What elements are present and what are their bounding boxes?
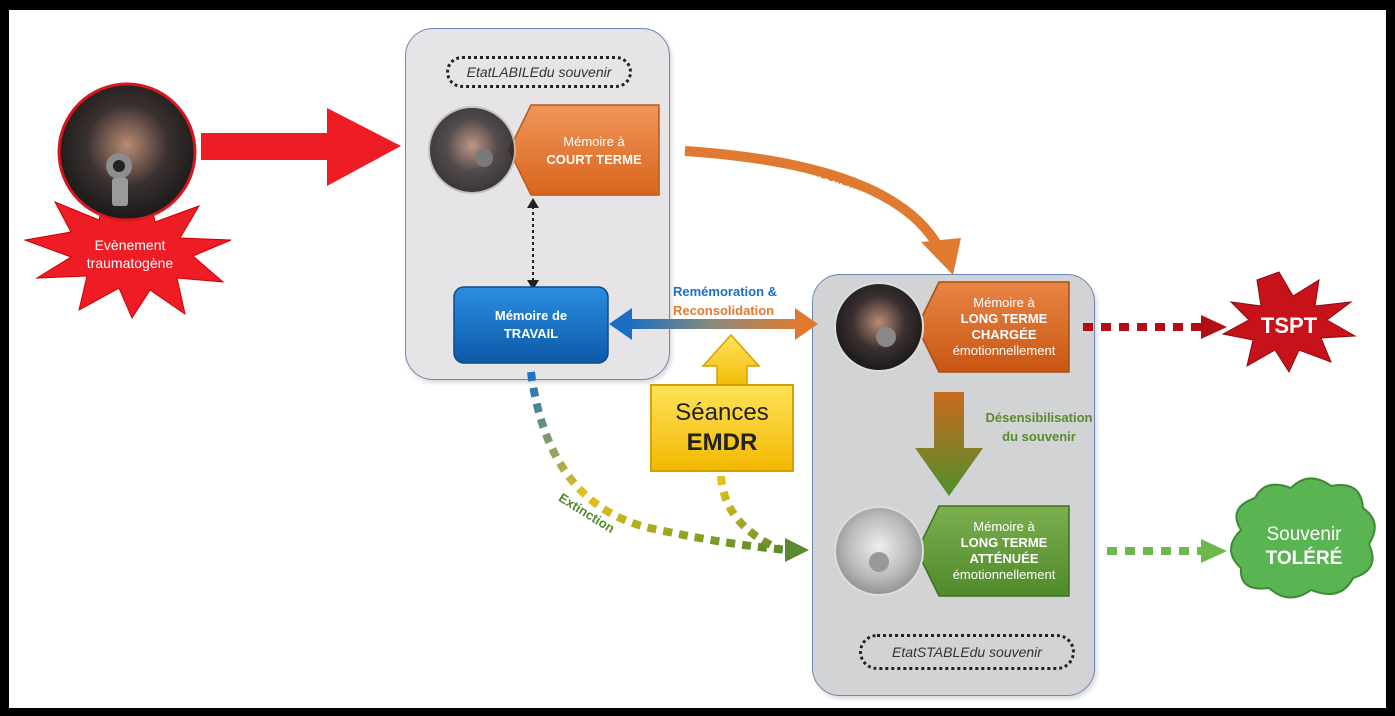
long-term-photo-icon [834, 282, 924, 372]
labile-state-label: Etat LABILE du souvenir [446, 56, 632, 88]
event-photo-icon [57, 82, 197, 222]
rememoration-label: Remémoration & [673, 284, 778, 299]
desensitization-label: Désensibilisation du souvenir [985, 410, 1093, 444]
stable-state-label: Etat STABLE du souvenir [859, 634, 1075, 670]
event-arrow [201, 108, 401, 186]
attenuated-photo-icon [834, 506, 924, 596]
short-term-photo-icon [428, 106, 516, 194]
emdr-arrow [701, 333, 761, 391]
consolidation-arrow [684, 146, 944, 251]
event-label: Evènement traumatogène [86, 237, 174, 271]
tspt-label: TSPT [1260, 313, 1318, 338]
working-memory-box [453, 286, 609, 364]
tspt-starburst [1221, 271, 1357, 374]
diagram-canvas: Etat LABILE du souvenir Etat STABLE du s… [9, 10, 1386, 708]
event-starburst [23, 194, 232, 320]
desensitization-arrow [915, 392, 983, 496]
tolerated-cloud [1230, 477, 1376, 599]
emdr-text: Séances EMDR [675, 399, 769, 456]
working-memory-text: Mémoire de TRAVAIL [494, 308, 568, 341]
long-term-attenuated-text: Mémoire à LONG TERME ATTÉNUÉE émotionnel… [952, 519, 1056, 582]
short-term-memory-text: Mémoire à COURT TERME [546, 134, 642, 167]
reconsolidation-label: Reconsolidation [673, 303, 775, 318]
emdr-box [650, 384, 794, 472]
diagram-shapes [23, 82, 1376, 599]
long-term-charged-text: Mémoire à LONG TERME CHARGÉE émotionnell… [952, 295, 1056, 358]
extinction-path [527, 371, 790, 554]
tolerated-label: Souvenir TOLÉRÉ [1265, 524, 1343, 569]
